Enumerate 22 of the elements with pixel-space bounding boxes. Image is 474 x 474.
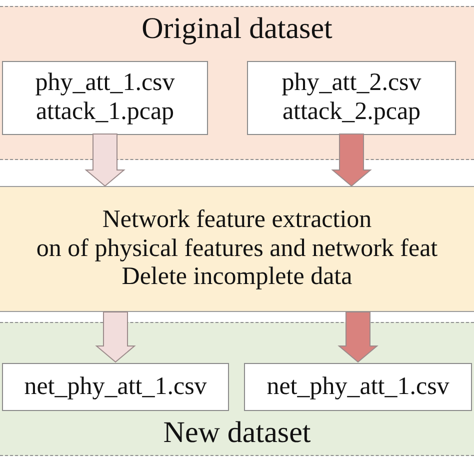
dataset-panel bbox=[0, 6, 474, 160]
file-name: phy_att_1.csv bbox=[35, 69, 175, 98]
process-step: Delete incomplete data bbox=[122, 263, 352, 292]
block-arrow bbox=[84, 134, 126, 187]
file-name: net_phy_att_1.csv bbox=[24, 372, 207, 402]
dataset-panel bbox=[0, 322, 474, 456]
file-box bbox=[247, 61, 456, 135]
file-box bbox=[2, 363, 229, 411]
file-name: phy_att_2.csv bbox=[282, 69, 422, 98]
panel-heading: Original dataset bbox=[142, 11, 332, 47]
panel-heading: New dataset bbox=[163, 415, 311, 451]
file-name: attack_2.pcap bbox=[282, 98, 421, 127]
block-arrow bbox=[338, 312, 378, 363]
process-band bbox=[0, 186, 474, 312]
file-box bbox=[244, 363, 472, 411]
file-box bbox=[2, 61, 208, 135]
process-step: Network feature extraction bbox=[102, 206, 372, 235]
file-name: net_phy_att_1.csv bbox=[266, 372, 450, 402]
file-name: attack_1.pcap bbox=[36, 98, 174, 127]
block-arrow bbox=[95, 312, 136, 363]
block-arrow bbox=[331, 134, 372, 187]
process-step: on of physical features and network feat bbox=[36, 234, 438, 264]
